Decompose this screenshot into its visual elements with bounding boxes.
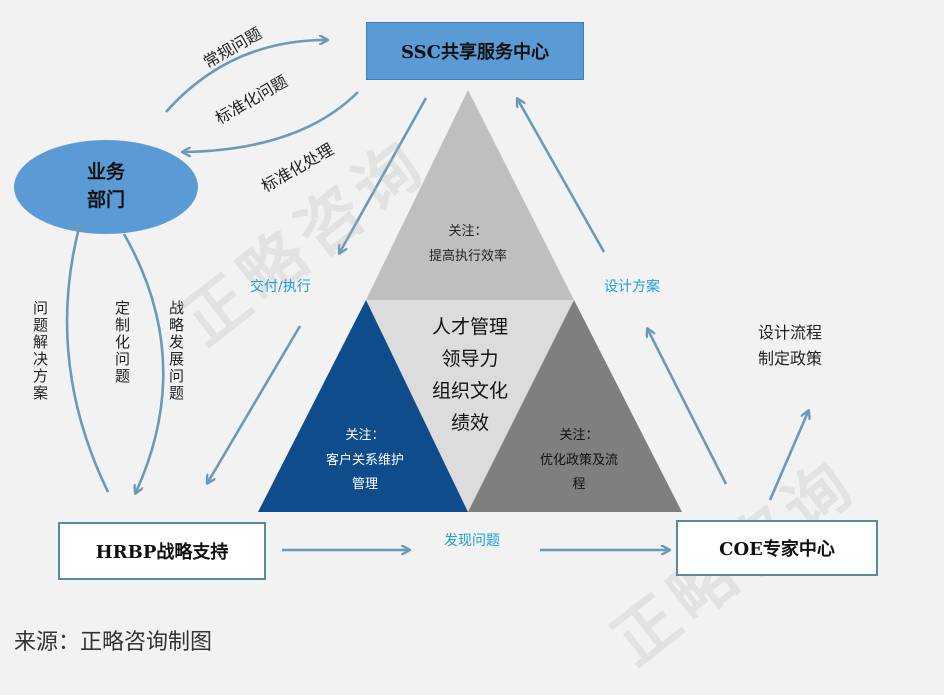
- business-department-label: 业务 部门: [86, 161, 125, 211]
- triangle-center-text: 人才管理 领导力 组织文化 绩效: [410, 312, 530, 440]
- ssc-node: SSC共享服务中心: [366, 22, 584, 80]
- triangle-center: [366, 300, 574, 512]
- arrow-problem-solution: [65, 224, 110, 493]
- arrow-delivery-lower: [208, 325, 302, 482]
- label-problem-solution: 问题解决方案: [31, 300, 49, 402]
- arrow-design-process: [768, 412, 808, 501]
- triangle-left-text: 关注： 客户关系维护 管理: [325, 428, 404, 493]
- arrow-delivery-upper: [340, 97, 428, 252]
- arrow-standard-handling: [184, 91, 359, 152]
- label-find-issues: 发现问题: [444, 533, 500, 549]
- triangle-left: [258, 300, 468, 512]
- diagram-stage: 正略咨询 正略咨询 SSC共享服务中心 业务 部门 HRBP战略支持 COE专家…: [14, 0, 944, 680]
- diagram-graphics: [14, 0, 944, 620]
- arrow-design-lower: [648, 330, 728, 485]
- triangle-top-text: 关注： 提高执行效率: [428, 224, 507, 264]
- label-design-process: 设计流程 制定政策: [758, 323, 823, 368]
- label-delivery: 交付/执行: [250, 279, 311, 295]
- coe-node: COE专家中心: [676, 520, 878, 576]
- triangle-right: [468, 300, 682, 512]
- triangle-top: [366, 90, 574, 300]
- label-strategy-issues: 战略发展问题: [167, 300, 185, 402]
- triangle-right-text: 关注： 优化政策及流 程: [539, 428, 618, 493]
- center-item: 人才管理: [431, 316, 508, 338]
- label-design: 设计方案: [604, 279, 660, 295]
- arrow-common-issues: [165, 40, 326, 113]
- center-item: 组织文化: [431, 379, 508, 402]
- center-item: 领导力: [441, 347, 499, 370]
- label-custom-issues: 定制化问题: [113, 300, 131, 385]
- business-department-ellipse: [14, 140, 198, 234]
- arrow-strategy-issues: [122, 233, 165, 492]
- center-item: 绩效: [450, 411, 489, 434]
- source-caption: 来源：正略咨询制图: [14, 630, 213, 655]
- hrbp-node: HRBP战略支持: [58, 522, 266, 580]
- arrow-design-upper: [518, 100, 606, 253]
